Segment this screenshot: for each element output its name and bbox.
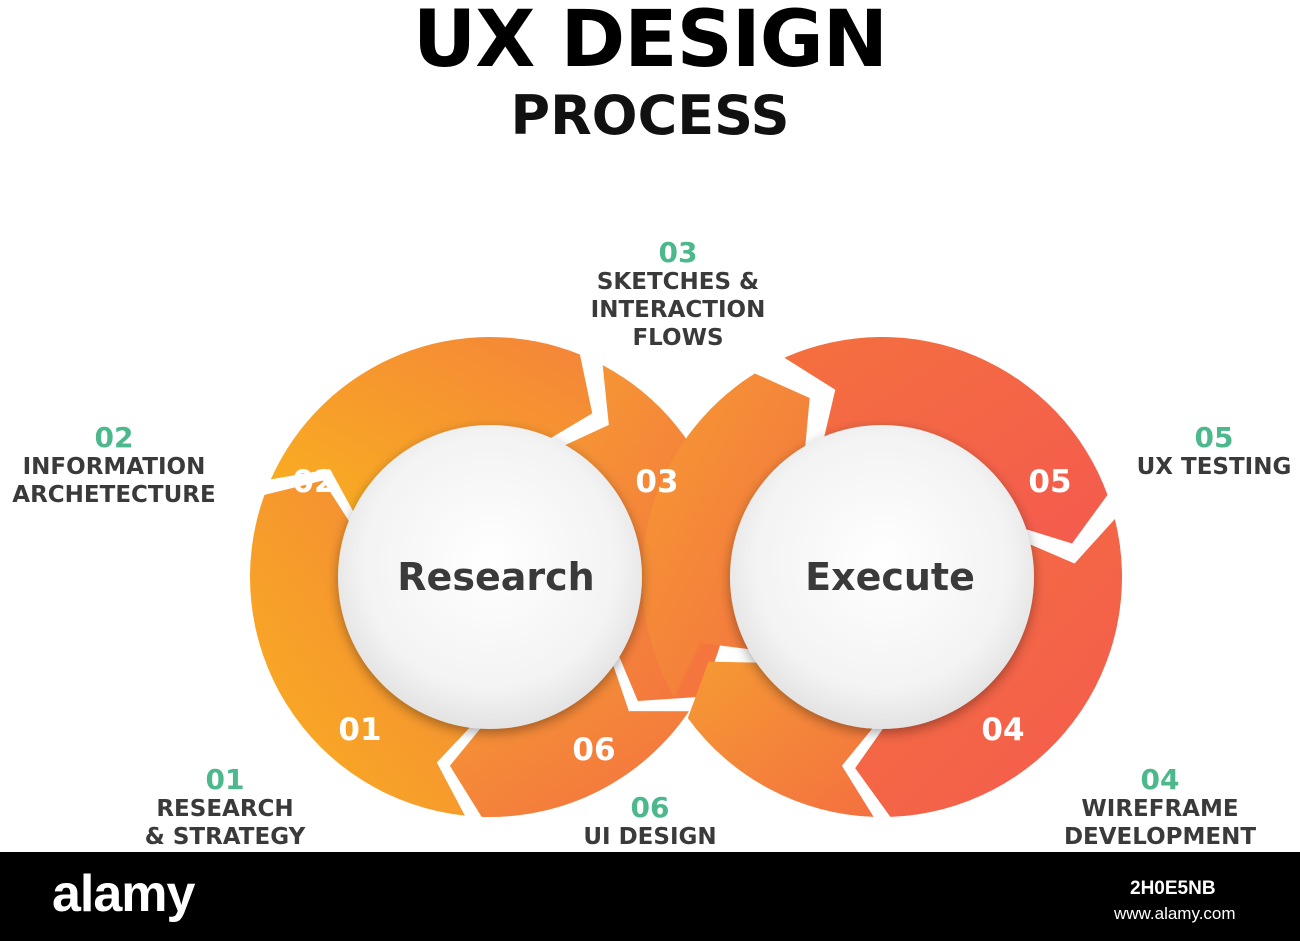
page-subtitle: PROCESS (510, 84, 790, 147)
image-code: 2H0E5NB (1130, 878, 1216, 899)
watermark-footer: alamy 2H0E5NB www.alamy.com (0, 852, 1300, 941)
segment-number-05: 05 (1028, 464, 1071, 500)
step-text: INFORMATION ARCHETECTURE (12, 454, 216, 508)
step-text: SKETCHES & INTERACTION FLOWS (590, 269, 766, 351)
step-label-05: 05 UX TESTING (1128, 423, 1300, 481)
step-label-06: 06 UI DESIGN (560, 793, 740, 851)
step-number: 01 (205, 763, 245, 796)
footer-url: www.alamy.com (1114, 904, 1236, 923)
hub-research: Research (338, 425, 642, 729)
step-number: 06 (630, 791, 670, 824)
step-label-03: 03 SKETCHES & INTERACTION FLOWS (540, 238, 816, 352)
step-number: 04 (1140, 763, 1180, 796)
page-title: UX DESIGN (412, 0, 888, 85)
step-label-02: 02 INFORMATION ARCHETECTURE (0, 423, 228, 509)
step-number: 03 (658, 236, 698, 269)
hub-label-research: Research (397, 555, 594, 599)
hub-label-execute: Execute (805, 555, 975, 599)
step-label-01: 01 RESEARCH & STRATEGY (120, 765, 330, 851)
step-number: 05 (1194, 421, 1234, 454)
segment-number-01: 01 (338, 712, 381, 748)
hub-execute: Execute (730, 425, 1034, 729)
segment-number-03: 03 (635, 464, 678, 500)
brand-logo: alamy (52, 865, 195, 923)
step-label-04: 04 WIREFRAME DEVELOPMENT (1040, 765, 1280, 851)
step-number: 02 (94, 421, 134, 454)
step-text: UX TESTING (1136, 454, 1292, 480)
ring-segment-04 (855, 518, 1123, 817)
segment-number-06: 06 (572, 732, 615, 768)
ring-segment-04b (687, 661, 877, 817)
process-diagram: Research Execute 02 01 03 06 05 04 (250, 336, 1123, 817)
step-text: RESEARCH & STRATEGY (144, 796, 306, 850)
step-text: UI DESIGN (583, 824, 717, 850)
ring-segment-03b (642, 373, 810, 697)
ring-segment-02 (270, 337, 593, 518)
segment-number-02: 02 (292, 464, 335, 500)
segment-number-04: 04 (981, 712, 1024, 748)
step-text: WIREFRAME DEVELOPMENT (1063, 796, 1257, 850)
ring-segment-06 (449, 658, 689, 817)
